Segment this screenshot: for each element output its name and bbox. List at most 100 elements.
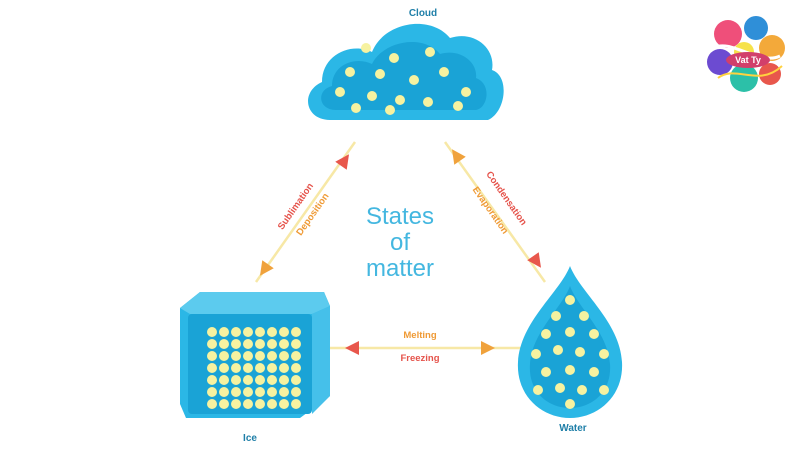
particle <box>367 91 377 101</box>
particle <box>531 349 541 359</box>
particle <box>243 399 253 409</box>
particle <box>255 363 265 373</box>
particle <box>599 349 609 359</box>
particle <box>207 387 217 397</box>
particle <box>335 87 345 97</box>
particle <box>577 385 587 395</box>
particle <box>533 385 543 395</box>
water-particles <box>531 295 609 409</box>
particle <box>207 327 217 337</box>
particle <box>439 67 449 77</box>
particle <box>291 387 301 397</box>
arrow-freezing <box>345 341 359 355</box>
particle <box>361 43 371 53</box>
particle <box>255 327 265 337</box>
particle <box>565 399 575 409</box>
vat-ty-logo: Vat Ty <box>702 10 790 98</box>
particle <box>279 327 289 337</box>
particle <box>541 329 551 339</box>
particle <box>267 399 277 409</box>
particle <box>423 97 433 107</box>
particle <box>267 339 277 349</box>
particle <box>291 399 301 409</box>
particle <box>207 375 217 385</box>
arrow-heads <box>259 149 542 355</box>
particle <box>255 399 265 409</box>
particle <box>207 363 217 373</box>
arrow-sublimation <box>335 154 350 170</box>
cloud-particles <box>335 43 471 115</box>
particle <box>291 351 301 361</box>
particle <box>267 327 277 337</box>
label-melting: Melting <box>403 330 436 341</box>
particle <box>267 387 277 397</box>
particle <box>279 399 289 409</box>
label-ice: Ice <box>243 433 257 444</box>
particle <box>219 375 229 385</box>
particle <box>345 67 355 77</box>
particle <box>267 351 277 361</box>
particle <box>207 351 217 361</box>
particle <box>231 399 241 409</box>
particle <box>291 339 301 349</box>
line-cloud-water <box>443 141 547 283</box>
particle <box>395 95 405 105</box>
particle <box>231 339 241 349</box>
particle <box>453 101 463 111</box>
diagram-title: States of matter <box>330 204 470 282</box>
particle <box>267 375 277 385</box>
particle <box>279 351 289 361</box>
particle <box>219 339 229 349</box>
particle <box>565 295 575 305</box>
particle <box>551 311 561 321</box>
particle <box>255 339 265 349</box>
particle <box>385 105 395 115</box>
title-line-3: matter <box>365 255 434 282</box>
arrow-deposition <box>259 260 274 276</box>
particle <box>219 351 229 361</box>
particle <box>541 367 551 377</box>
particle <box>575 347 585 357</box>
particle <box>565 365 575 375</box>
arrow-condensation <box>451 149 466 165</box>
title-line-2: of <box>389 229 410 256</box>
particle <box>231 327 241 337</box>
particle <box>279 339 289 349</box>
particle <box>409 75 419 85</box>
particle <box>279 387 289 397</box>
particle <box>589 367 599 377</box>
particle <box>389 53 399 63</box>
particle <box>255 351 265 361</box>
label-freezing: Freezing <box>400 353 439 364</box>
particle <box>243 327 253 337</box>
particle <box>231 351 241 361</box>
line-ice-cloud <box>254 141 357 283</box>
particle <box>375 69 385 79</box>
arrow-evaporation <box>527 252 542 268</box>
particle <box>219 387 229 397</box>
label-water: Water <box>559 423 587 434</box>
particle <box>555 383 565 393</box>
particle <box>231 387 241 397</box>
particle <box>243 351 253 361</box>
particle <box>351 103 361 113</box>
particle <box>565 327 575 337</box>
particle <box>255 375 265 385</box>
ice-cube-shape <box>180 292 330 418</box>
cloud-shape <box>308 23 504 121</box>
particle <box>219 327 229 337</box>
particle <box>279 375 289 385</box>
particle <box>279 363 289 373</box>
logo-text: Vat Ty <box>735 55 761 65</box>
particle <box>291 327 301 337</box>
particle <box>599 385 609 395</box>
particle <box>243 375 253 385</box>
water-drop-shape <box>517 266 623 418</box>
particle <box>207 339 217 349</box>
particle <box>579 311 589 321</box>
particle <box>589 329 599 339</box>
arrow-melting <box>481 341 495 355</box>
particle <box>243 387 253 397</box>
particle <box>425 47 435 57</box>
